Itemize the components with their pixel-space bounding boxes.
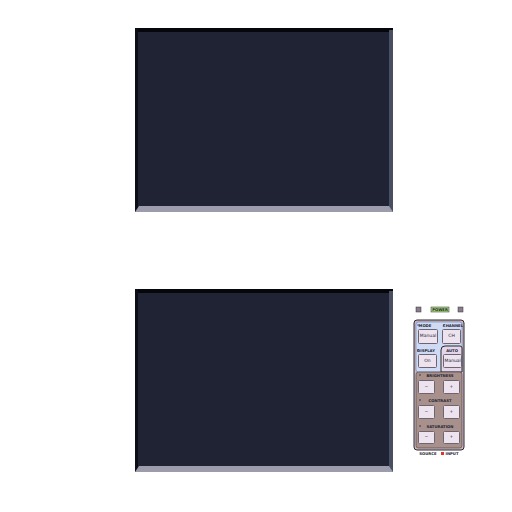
panel-caption: MODE	[419, 324, 432, 328]
button-label: +	[450, 385, 454, 390]
panel-caption: BRIGHTNESS	[426, 374, 453, 378]
panel-button: −	[418, 405, 435, 419]
button-label: +	[450, 410, 454, 415]
panel-caption: SOURCE	[419, 452, 436, 456]
button-label: On	[424, 359, 430, 364]
button-label: −	[425, 435, 429, 440]
panel-button: CH	[442, 329, 461, 344]
button-label: +	[450, 435, 454, 440]
monitor-top	[135, 28, 393, 212]
panel-button: −	[418, 380, 435, 394]
control-panel	[414, 307, 464, 455]
button-label: Manual	[445, 359, 461, 364]
panel-caption: POWER	[432, 308, 448, 312]
button-label: −	[425, 385, 429, 390]
panel-caption: CONTRAST	[429, 399, 452, 403]
monitor-bottom	[135, 289, 393, 472]
panel-button: +	[443, 380, 460, 394]
panel-button: On	[418, 354, 437, 368]
panel-caption: SATURATION	[426, 425, 453, 429]
panel-caption: CHANNEL	[443, 324, 463, 328]
panel-caption: AUTO	[446, 349, 458, 353]
panel-button: Manual	[418, 329, 438, 344]
panel-button: +	[443, 405, 460, 419]
button-label: −	[425, 410, 429, 415]
panel-button: Manual	[443, 354, 462, 368]
button-label: CH	[448, 334, 455, 339]
panel-button: −	[418, 431, 435, 444]
panel-caption: DISPLAY	[417, 349, 435, 353]
panel-button: +	[443, 431, 460, 444]
button-label: Manual	[420, 334, 436, 339]
panel-caption: INPUT	[445, 452, 458, 456]
